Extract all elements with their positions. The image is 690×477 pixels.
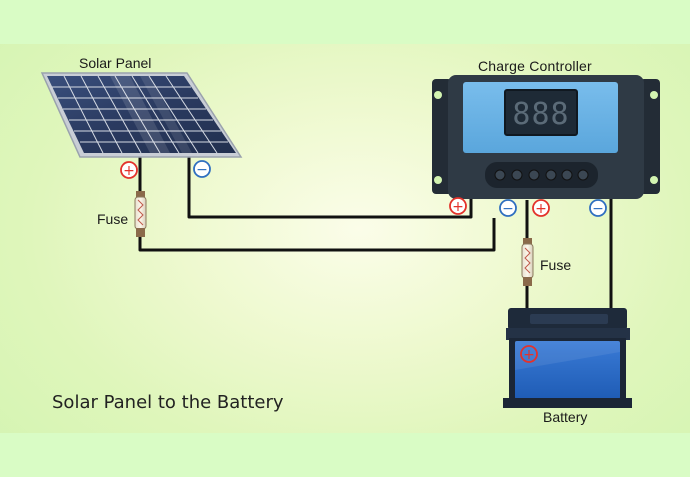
controller-solar-positive-terminal: +: [449, 197, 467, 215]
controller-display: 888: [512, 97, 569, 132]
svg-text:−: −: [196, 162, 208, 178]
controller-battery-negative-terminal: −: [589, 199, 607, 217]
fuse-battery-label: Fuse: [540, 257, 572, 273]
diagram-caption: Solar Panel to the Battery: [52, 392, 284, 413]
panel-positive-terminal: +: [120, 161, 138, 179]
fuse-panel-label: Fuse: [97, 211, 129, 227]
controller-solar-negative-terminal: −: [499, 199, 517, 217]
fuse-panel: [134, 191, 147, 237]
svg-text:+: +: [123, 163, 135, 179]
panel-negative-terminal: −: [193, 160, 211, 178]
battery: [503, 308, 632, 408]
solar-panel-label: Solar Panel: [79, 55, 152, 71]
controller-battery-positive-terminal: +: [532, 199, 550, 217]
svg-text:+: +: [523, 347, 535, 363]
bottom-band: [0, 433, 690, 477]
charge-controller-label: Charge Controller: [478, 58, 592, 74]
solar-panel: [40, 72, 243, 178]
top-band: [0, 0, 690, 44]
battery-label: Battery: [543, 409, 588, 425]
svg-text:−: −: [502, 201, 514, 217]
charge-controller: 888: [432, 75, 660, 199]
fuse-battery: [521, 238, 534, 286]
svg-text:+: +: [535, 201, 547, 217]
svg-text:−: −: [592, 201, 604, 217]
battery-positive-terminal: +: [520, 345, 538, 363]
wire-panel-negative: [187, 178, 473, 219]
svg-text:+: +: [452, 199, 464, 215]
